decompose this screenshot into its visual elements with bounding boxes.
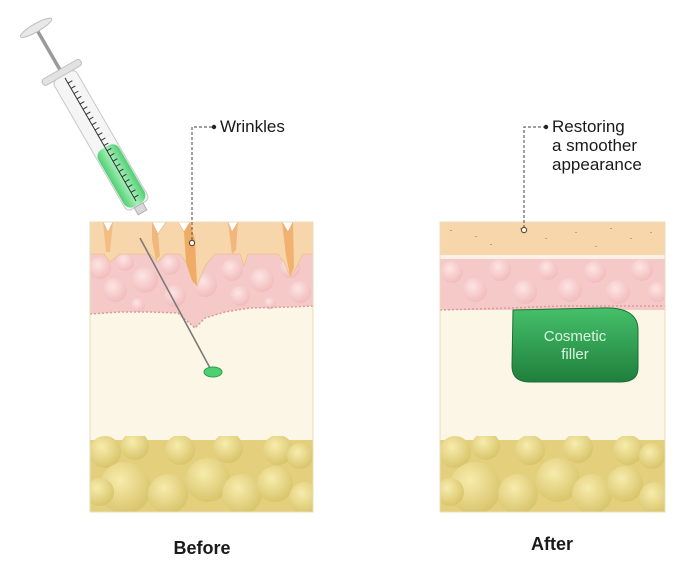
restoring-label-line3: appearance: [552, 155, 642, 174]
wrinkle-groove: [228, 222, 238, 254]
after-skin-panel: [439, 221, 666, 513]
after-caption: After: [530, 534, 573, 554]
after-dermis-border: [439, 305, 665, 311]
restoring-label: Restoring a smoother appearance: [552, 117, 642, 174]
wrinkle-groove: [103, 222, 113, 252]
after-panel-border: [439, 221, 666, 513]
restoring-callout-leader: [520, 124, 549, 234]
wrinkle-groove: [152, 222, 160, 260]
wrinkles-callout-leader: [188, 124, 217, 247]
filler-label-line1: Cosmetic: [543, 328, 607, 345]
before-skin-panel: [89, 221, 314, 513]
wrinkle-groove: [282, 222, 294, 276]
syringe-plunger-thumb: [19, 17, 53, 38]
syringe-hub: [133, 202, 148, 216]
wrinkle-groove: [184, 222, 197, 286]
filler-label-line2: filler: [561, 346, 589, 363]
filler-droplet: [203, 366, 223, 378]
before-fat-cells: [90, 436, 313, 512]
epidermis-specks: [450, 228, 652, 247]
before-caption: Before: [173, 538, 231, 558]
syringe-graduations: [64, 77, 139, 202]
restoring-label-line1: Restoring: [552, 117, 625, 136]
restoring-label-line2: a smoother: [552, 136, 638, 155]
after-fat-cells: [440, 436, 665, 512]
before-panel-border: [89, 221, 314, 513]
before-dermis-border: [89, 305, 314, 330]
cosmetic-filler: [511, 307, 639, 383]
syringe-needle: [139, 237, 211, 369]
syringe: [19, 17, 223, 378]
after-dermis-cells: [441, 259, 665, 304]
wrinkles-label: Wrinkles: [220, 117, 285, 136]
cosmetic-filler-label: Cosmetic filler: [520, 328, 630, 364]
after-epidermis: [440, 222, 665, 255]
